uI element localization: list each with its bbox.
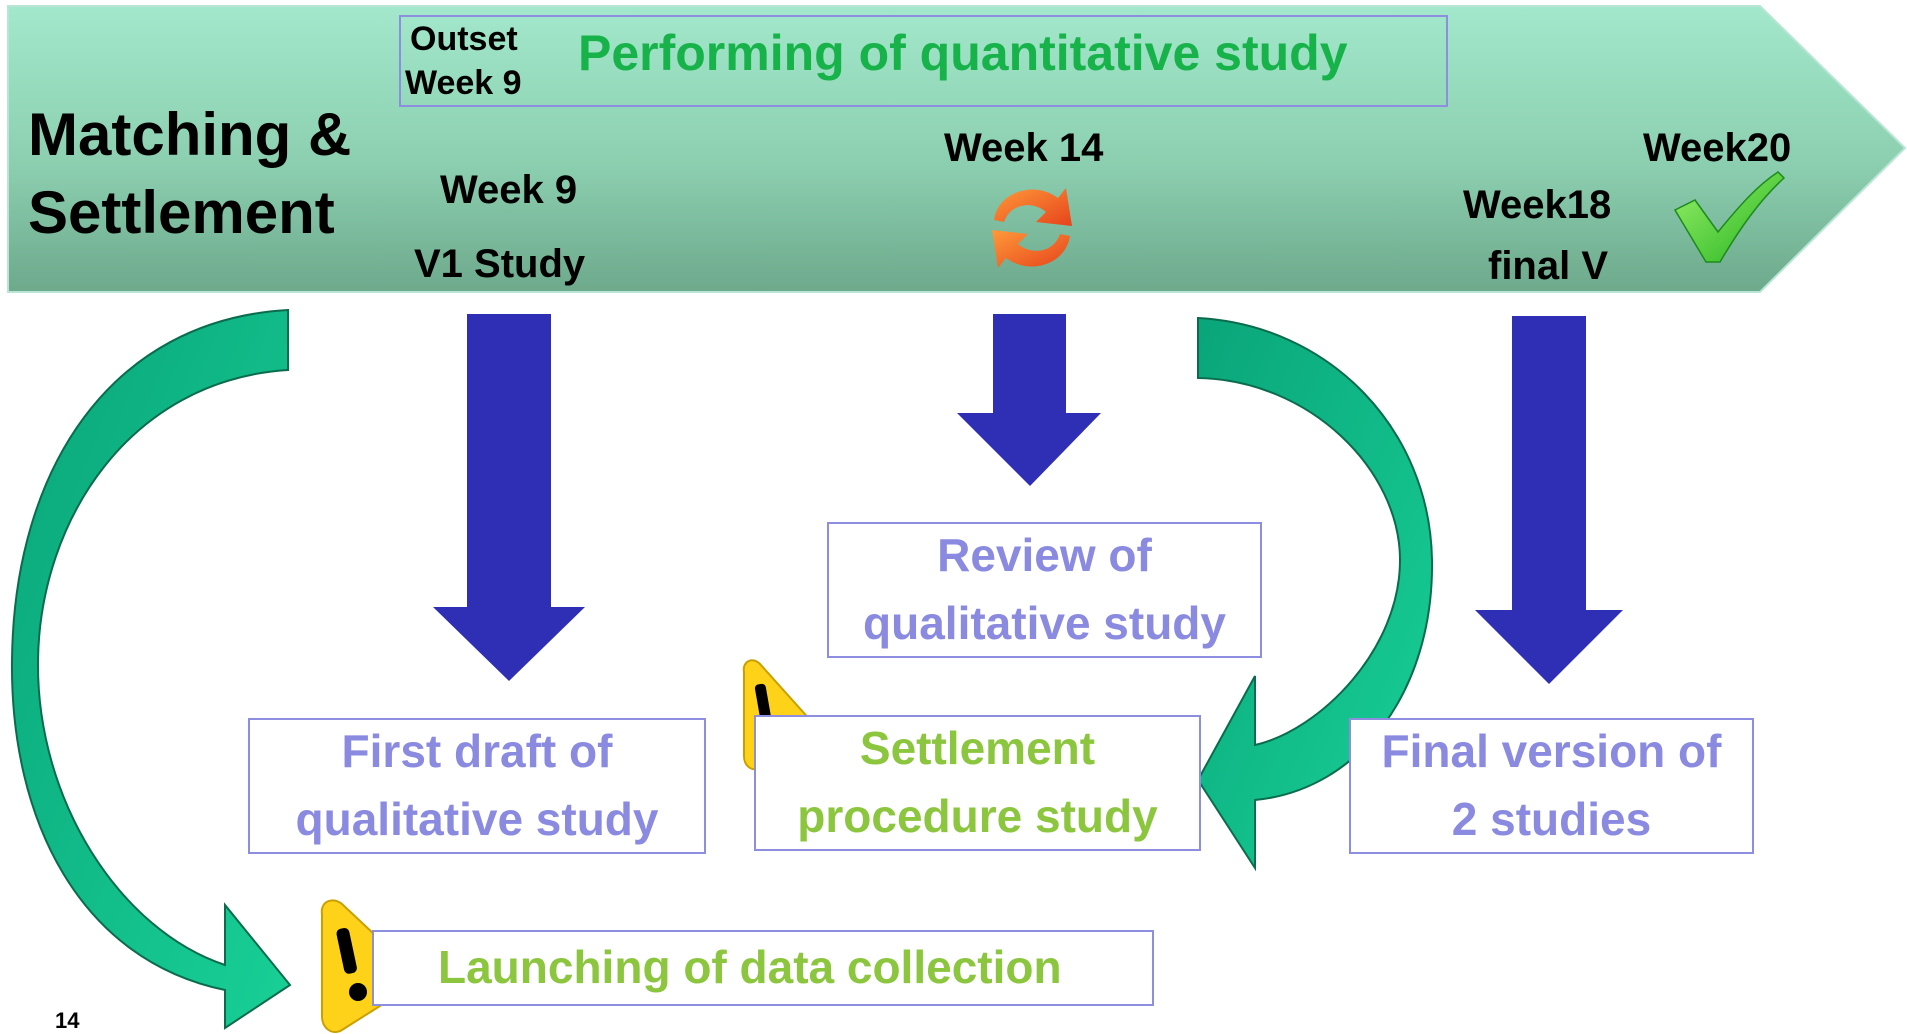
first-draft-box: First draft of qualitative study [248,718,706,854]
outset-label-line1: Outset [410,20,518,58]
first-draft-line2: qualitative study [295,793,659,845]
final-version-box: Final version of 2 studies [1349,718,1754,854]
down-arrow-1 [433,314,585,681]
banner-title-line1: Matching & [28,101,352,168]
final-line2: 2 studies [1451,793,1652,845]
outset-label-line2: Week 9 [405,64,522,102]
settlement-line1: Settlement [859,722,1096,774]
week14-label: Week 14 [944,126,1104,170]
refresh-icon [992,188,1072,268]
down-arrow-2 [957,314,1101,486]
headline-text: Performing of quantitative study [578,25,1348,81]
final-v-label: final V [1488,244,1609,288]
banner-title-line2: Settlement [28,179,335,246]
final-line1: Final version of [1381,725,1722,777]
left-curved-arrow [10,308,292,1030]
banner-arrow [7,5,1907,293]
review-line2: qualitative study [863,597,1226,649]
first-draft-line1: First draft of [341,725,613,777]
week20-label: Week20 [1643,126,1792,170]
page-number: 14 [55,1008,80,1033]
review-box: Review of qualitative study [827,522,1262,658]
launch-text: Launching of data collection [438,941,1062,993]
week9-label: Week 9 [440,168,578,212]
v1-study-label: V1 Study [414,242,586,286]
checkmark-icon [1673,171,1786,263]
review-line1: Review of [937,529,1152,581]
headline-box [399,15,1448,107]
week18-label: Week18 [1463,183,1612,227]
settlement-box: Settlement procedure study [754,715,1201,851]
down-arrow-3 [1475,316,1623,684]
launch-box: Launching of data collection [372,930,1154,1006]
settlement-line2: procedure study [797,790,1158,842]
